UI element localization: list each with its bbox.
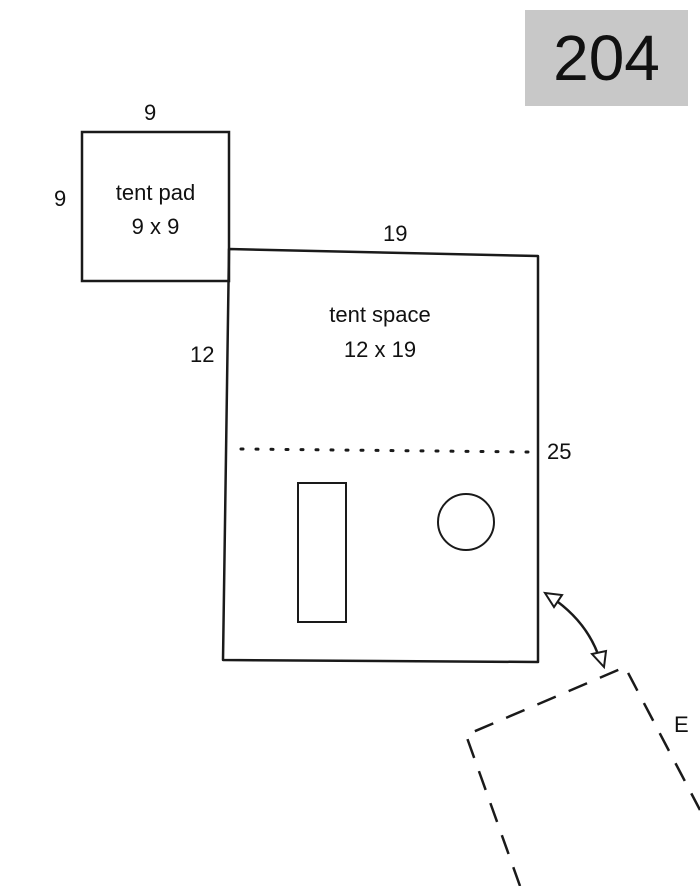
parking-area-dashed-outline: [464, 665, 700, 886]
tent-pad-width-label: 9: [144, 100, 157, 125]
tent-pad-size: 9 x 9: [131, 214, 180, 239]
site-number-badge: 204: [525, 10, 688, 106]
tent-space-width-label: 19: [383, 221, 408, 246]
site-depth-label: 25: [547, 439, 572, 464]
entrance-arrow-icon: [543, 591, 608, 670]
entrance-label: E: [674, 712, 689, 737]
tent-pad-outline: [80, 130, 231, 283]
tent-space-boundary-dotted: [239, 447, 532, 454]
tent-pad-height-label: 9: [54, 186, 67, 211]
site-number: 204: [553, 22, 660, 94]
fire-ring-icon: [437, 493, 495, 551]
tent-space-size: 12 x 19: [343, 337, 417, 362]
site-boundary-outline: [221, 247, 540, 664]
tent-space-title: tent space: [329, 302, 431, 327]
picnic-table-icon: [297, 482, 347, 623]
tent-pad-title: tent pad: [115, 180, 196, 205]
tent-space-height-label: 12: [190, 342, 215, 367]
